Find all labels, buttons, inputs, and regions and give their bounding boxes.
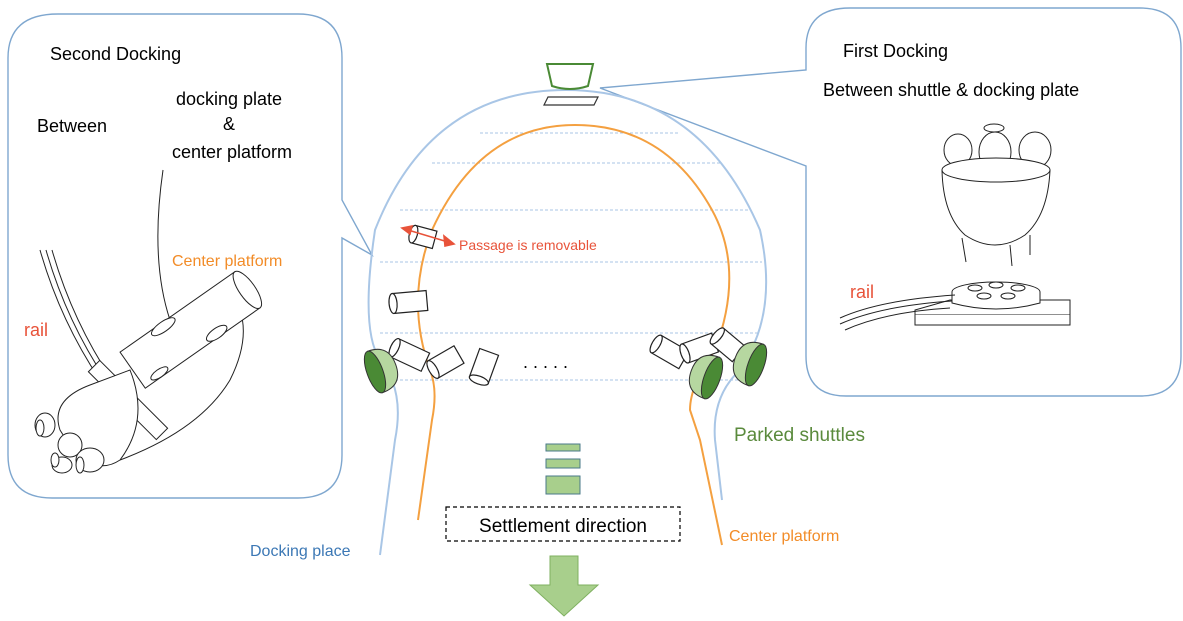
- parked-shuttles-label: Parked shuttles: [734, 425, 865, 446]
- second-docking-line3: center platform: [172, 142, 292, 162]
- first-docking-illustration: [839, 123, 1071, 331]
- second-docking-between: Between: [37, 116, 107, 136]
- second-center-platform-label: Center platform: [172, 253, 282, 270]
- second-docking-illustration: [34, 169, 263, 474]
- docking-place-label: Docking place: [250, 543, 351, 560]
- top-docking-plate: [543, 96, 599, 106]
- top-shuttle: [545, 63, 595, 90]
- center-platform-label: Center platform: [729, 528, 839, 545]
- removable-arrow: [400, 224, 456, 247]
- first-docking-callout: [599, 7, 1182, 397]
- second-rail-label: rail: [24, 320, 48, 340]
- settlement-indicator: [545, 443, 581, 495]
- parked-shuttles: [363, 341, 768, 400]
- passage-note: Passage is removable: [459, 237, 597, 253]
- first-docking-title: First Docking: [843, 41, 948, 61]
- settlement-direction-box: [445, 506, 681, 542]
- passage-modules: [388, 224, 746, 386]
- second-docking-title: Second Docking: [50, 44, 181, 64]
- settlement-arrow: [528, 555, 600, 617]
- first-docking-subtitle: Between shuttle & docking plate: [823, 80, 1079, 100]
- second-docking-line1: docking plate: [176, 89, 282, 109]
- ellipsis-dots: . . . . .: [523, 352, 568, 372]
- floor-lines: [380, 132, 762, 381]
- settlement-direction-label: Settlement direction: [479, 516, 647, 537]
- second-docking-line2: &: [223, 114, 235, 134]
- first-rail-label: rail: [850, 282, 874, 302]
